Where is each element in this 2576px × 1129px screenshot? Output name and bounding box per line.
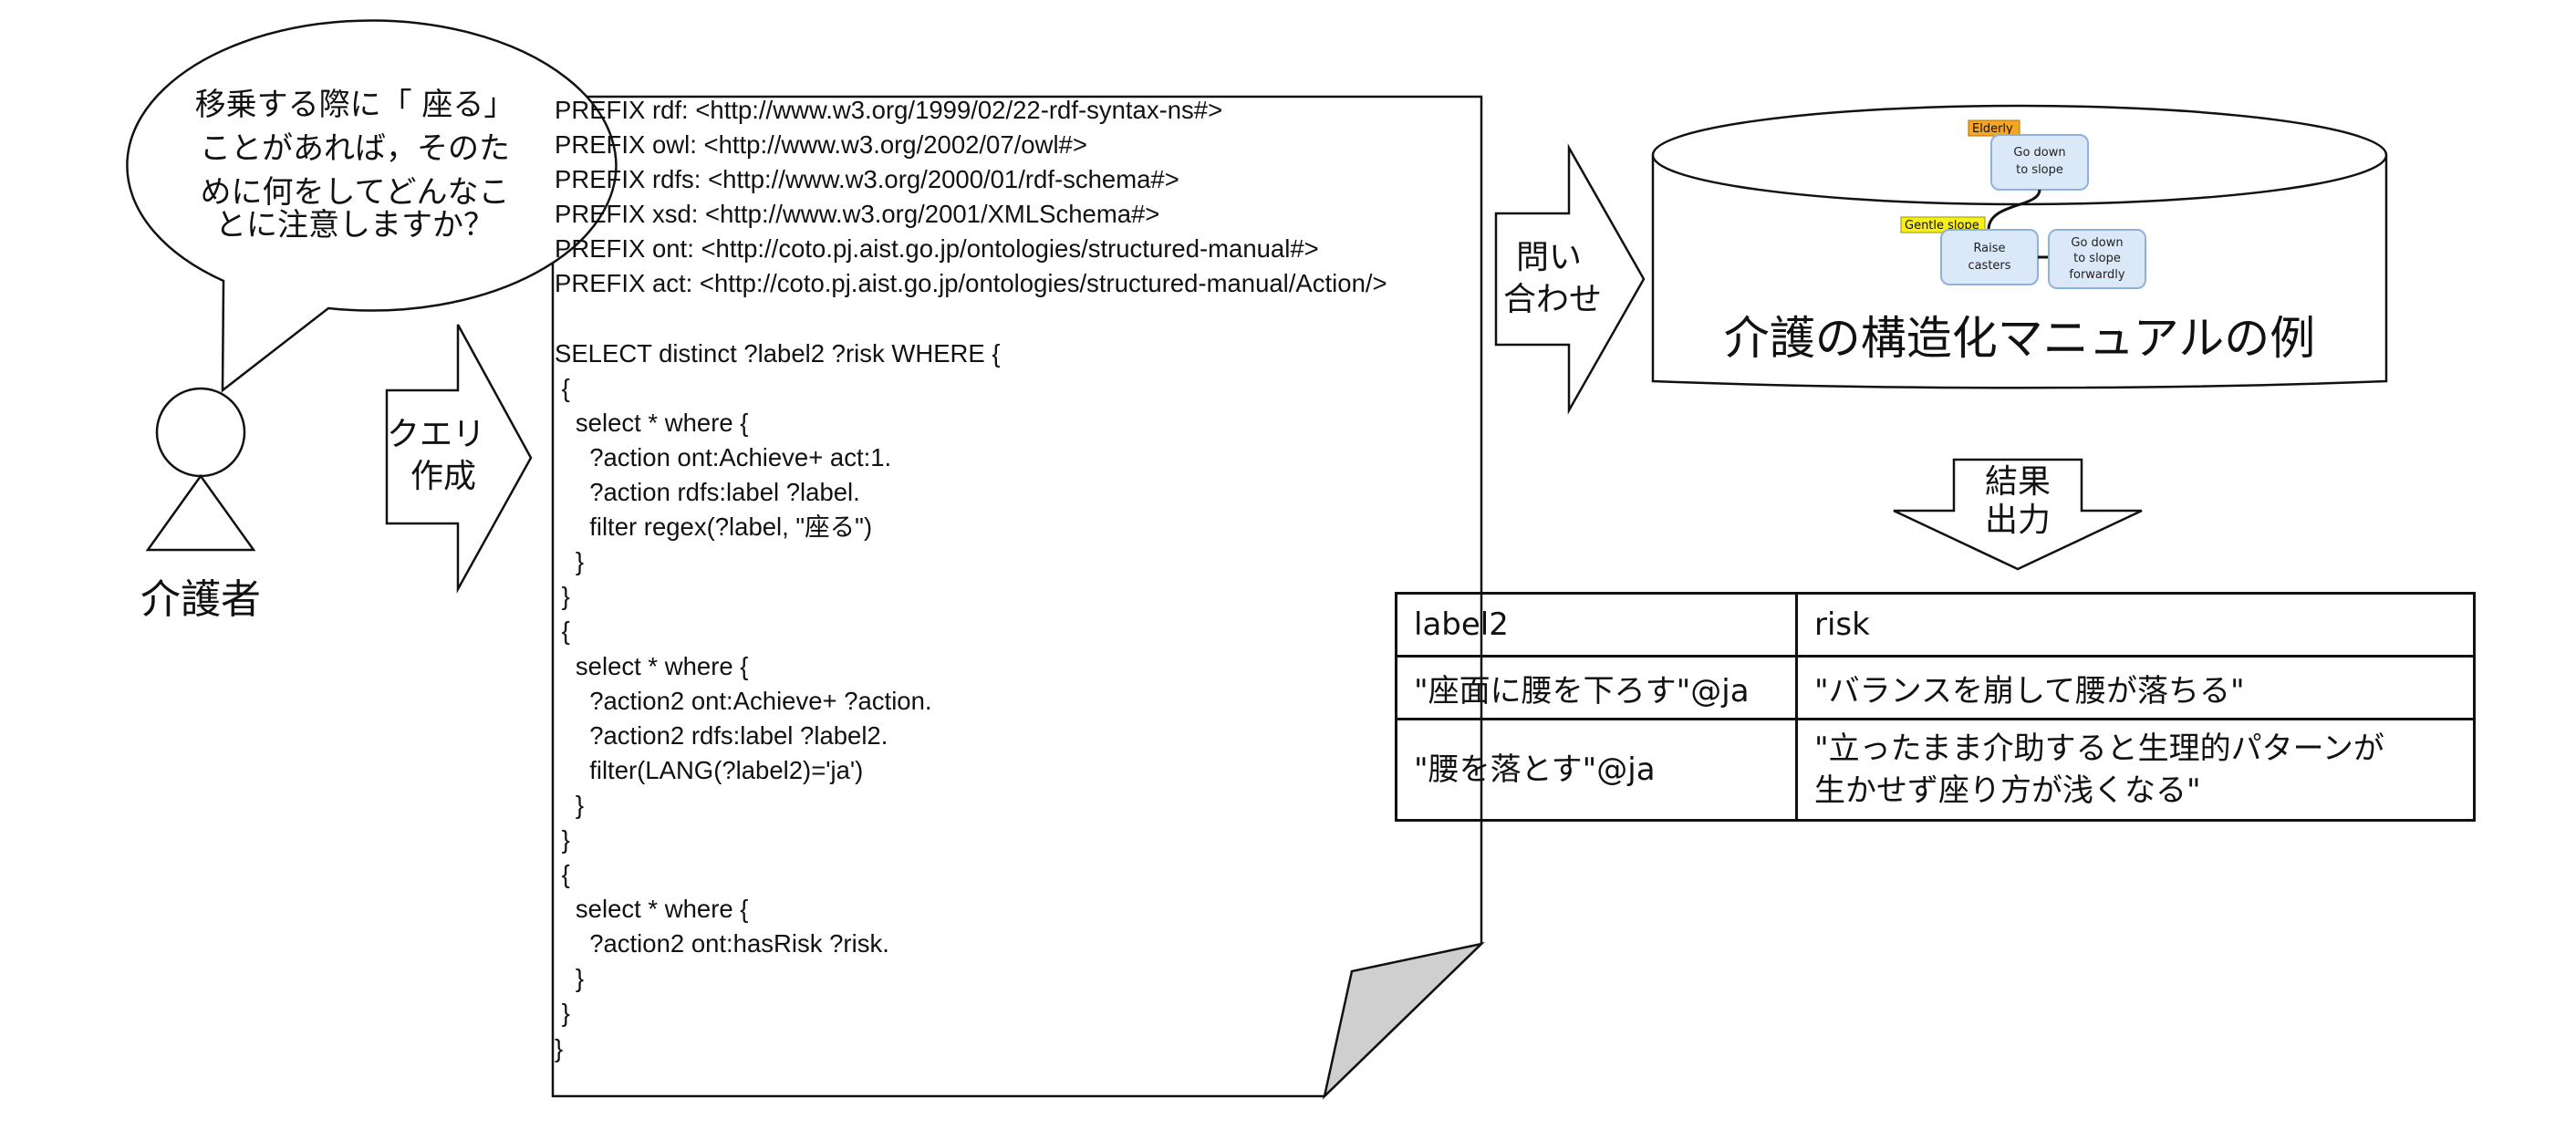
- query-line: filter(LANG(?label2)='ja'): [555, 755, 864, 784]
- sparql-query: PREFIX rdf: <http://www.w3.org/1999/02/2…: [555, 93, 1476, 1066]
- table-cell: "バランスを崩して腰が落ちる": [1795, 655, 2476, 720]
- query-line: {: [555, 860, 570, 889]
- table-header-cell: label2: [1395, 592, 1798, 658]
- query-line: ?action2 ont:hasRisk ?risk.: [555, 929, 889, 958]
- edge: [1987, 189, 2041, 231]
- query-line: ?action2 rdfs:label ?label2.: [555, 720, 888, 750]
- query-line: {: [555, 373, 570, 402]
- query-line: PREFIX act: <http://coto.pj.aist.go.jp/o…: [555, 269, 1387, 298]
- query-line: filter regex(?label, "座る"): [555, 513, 873, 542]
- arrow-result-output: 結果 出力: [1893, 458, 2143, 571]
- query-line: PREFIX owl: <http://www.w3.org/2002/07/o…: [555, 130, 1087, 160]
- speech-line: ことがあれば，そのた: [200, 130, 510, 167]
- arrow-label: 結果: [1985, 463, 2051, 501]
- node-text: forwardly: [2069, 268, 2124, 282]
- query-line: PREFIX rdf: <http://www.w3.org/1999/02/2…: [555, 96, 1223, 124]
- query-line: ?action ont:Achieve+ act:1.: [555, 442, 892, 471]
- arrow-inquiry: 問い 合わせ: [1494, 143, 1646, 415]
- node-text: Go down: [2071, 236, 2123, 250]
- arrow-label: 合わせ: [1503, 281, 1602, 318]
- caregiver-label: 介護者: [140, 576, 261, 623]
- arrow-label: 作成: [410, 458, 476, 495]
- query-line: SELECT distinct ?label2 ?risk WHERE {: [555, 338, 1001, 368]
- arrow-label: 問い: [1516, 239, 1582, 276]
- query-line: select * where {: [555, 408, 749, 437]
- table-cell: "立ったまま介助すると生理的パターンが 生かせず座り方が浅くなる": [1795, 718, 2476, 822]
- caregiver-icon: [145, 387, 256, 552]
- page-fold: [1322, 941, 1485, 1100]
- query-line: }: [555, 547, 585, 576]
- query-line: select * where {: [555, 895, 749, 924]
- speech-line: 移乗する際に「 座る」: [195, 87, 515, 123]
- tag-elderly-text: Elderly: [1972, 122, 2013, 136]
- speech-line: めに何をしてどんなこ: [201, 174, 510, 211]
- table-row: "座面に腰を下ろす"@ja "バランスを崩して腰が落ちる": [1395, 655, 2476, 720]
- query-line: ?action2 ont:Achieve+ ?action.: [555, 686, 932, 715]
- table-cell: "座面に腰を下ろす"@ja: [1395, 655, 1798, 720]
- query-line: }: [555, 824, 570, 854]
- database-title: 介護の構造化マニュアルの例: [1724, 312, 2316, 365]
- speech-bubble: 移乗する際に「 座る」 ことがあれば，そのた めに何をしてどんなこ とに注意しま…: [126, 19, 618, 393]
- query-line: [555, 302, 1476, 337]
- table-cell: "腰を落とす"@ja: [1395, 718, 1798, 822]
- node-text: casters: [1968, 259, 2010, 273]
- table-header-row: label2 risk: [1395, 592, 2476, 658]
- query-line: PREFIX xsd: <http://www.w3.org/2001/XMLS…: [555, 200, 1160, 229]
- query-line: }: [555, 582, 570, 611]
- node-text: to slope: [2073, 252, 2121, 265]
- arrow-label: 出力: [1985, 502, 2051, 539]
- node-text: to slope: [2016, 163, 2063, 177]
- query-line: ?action rdfs:label ?label.: [555, 478, 860, 507]
- result-table: label2 risk "座面に腰を下ろす"@ja "バランスを崩して腰が落ちる…: [1395, 592, 2476, 822]
- table-row: "腰を落とす"@ja "立ったまま介助すると生理的パターンが 生かせず座り方が浅…: [1395, 718, 2476, 822]
- arrow-query-creation: クエリ 作成: [385, 324, 533, 594]
- node-go-down-forwardly: [2048, 229, 2146, 289]
- query-line: select * where {: [555, 651, 749, 680]
- query-line: }: [555, 999, 570, 1028]
- query-line: PREFIX rdfs: <http://www.w3.org/2000/01/…: [555, 165, 1179, 194]
- query-line: {: [555, 616, 570, 646]
- query-line: }: [555, 790, 585, 819]
- table-header-cell: risk: [1795, 592, 2476, 658]
- node-go-down: [1990, 134, 2089, 191]
- speech-line: とに注意しますか？: [215, 207, 494, 243]
- manual-example-graph: Elderly Go down to slope Gentle slope Ra…: [1900, 119, 2146, 289]
- arrow-label: クエリ: [387, 416, 485, 453]
- node-text: Raise: [1973, 242, 2005, 255]
- query-line: PREFIX ont: <http://coto.pj.aist.go.jp/o…: [555, 234, 1319, 264]
- node-raise-casters: [1940, 229, 2039, 285]
- query-line: }: [555, 964, 585, 993]
- node-text: Go down: [2013, 146, 2065, 160]
- query-line: }: [555, 1033, 564, 1062]
